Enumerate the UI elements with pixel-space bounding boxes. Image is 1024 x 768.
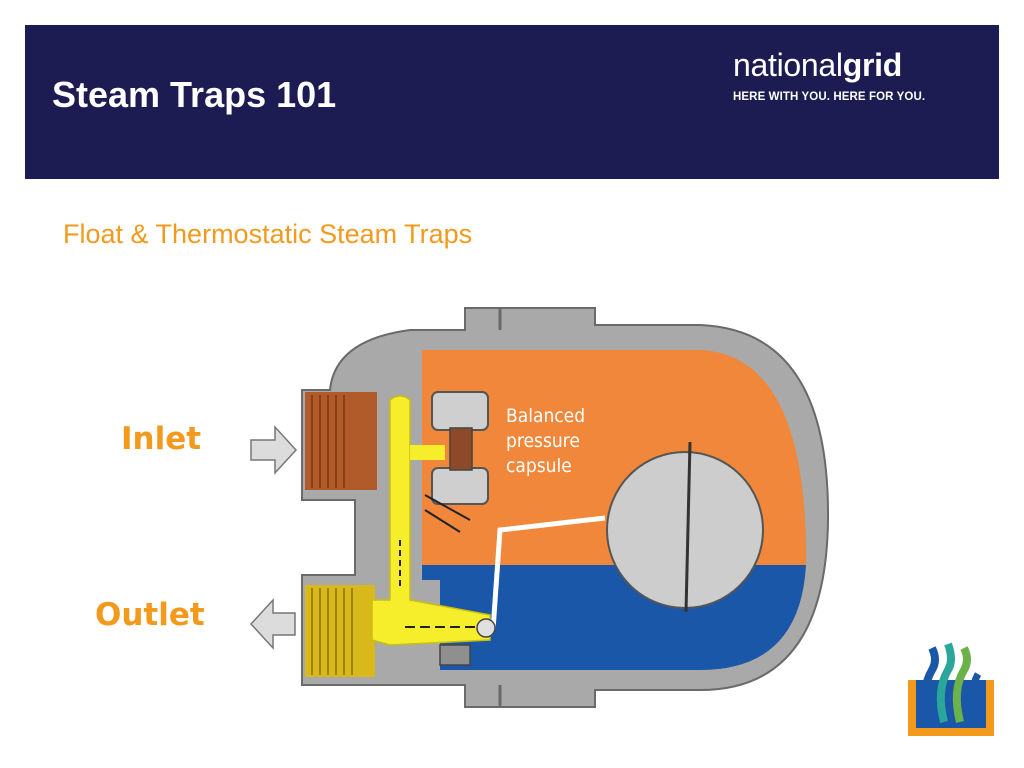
- brand-name-light: national: [733, 47, 843, 83]
- slide-title: Steam Traps 101: [52, 74, 337, 115]
- outlet-port: [305, 585, 375, 677]
- valve-seat: [476, 618, 496, 638]
- brand-name: nationalgrid: [733, 45, 963, 85]
- capsule-label-line-3: capsule: [506, 455, 572, 477]
- float-ball: [606, 451, 764, 609]
- outlet-label: Outlet: [95, 597, 205, 633]
- steam-trap-diagram: [249, 307, 830, 708]
- outlet-arrow: [249, 598, 296, 650]
- slide-header: [25, 25, 999, 179]
- inlet-port: [305, 392, 377, 490]
- inlet-label: Inlet: [121, 421, 202, 457]
- capsule-label: Balanced pressure capsule: [506, 404, 585, 479]
- brand-tagline: HERE WITH YOU. HERE FOR YOU.: [733, 91, 926, 103]
- brand-name-bold: grid: [842, 47, 903, 83]
- capsule-label-line-2: pressure: [506, 430, 580, 452]
- capsule-label-line-1: Balanced: [506, 405, 586, 427]
- national-grid-logo: nationalgrid HERE WITH YOU. HERE FOR YOU…: [733, 45, 963, 103]
- inlet-arrow: [250, 425, 298, 475]
- flow-channel: [371, 395, 491, 646]
- corner-logo-icon: [904, 632, 996, 740]
- slide-subtitle: Float & Thermostatic Steam Traps: [63, 219, 473, 249]
- balanced-pressure-capsule: [431, 391, 489, 431]
